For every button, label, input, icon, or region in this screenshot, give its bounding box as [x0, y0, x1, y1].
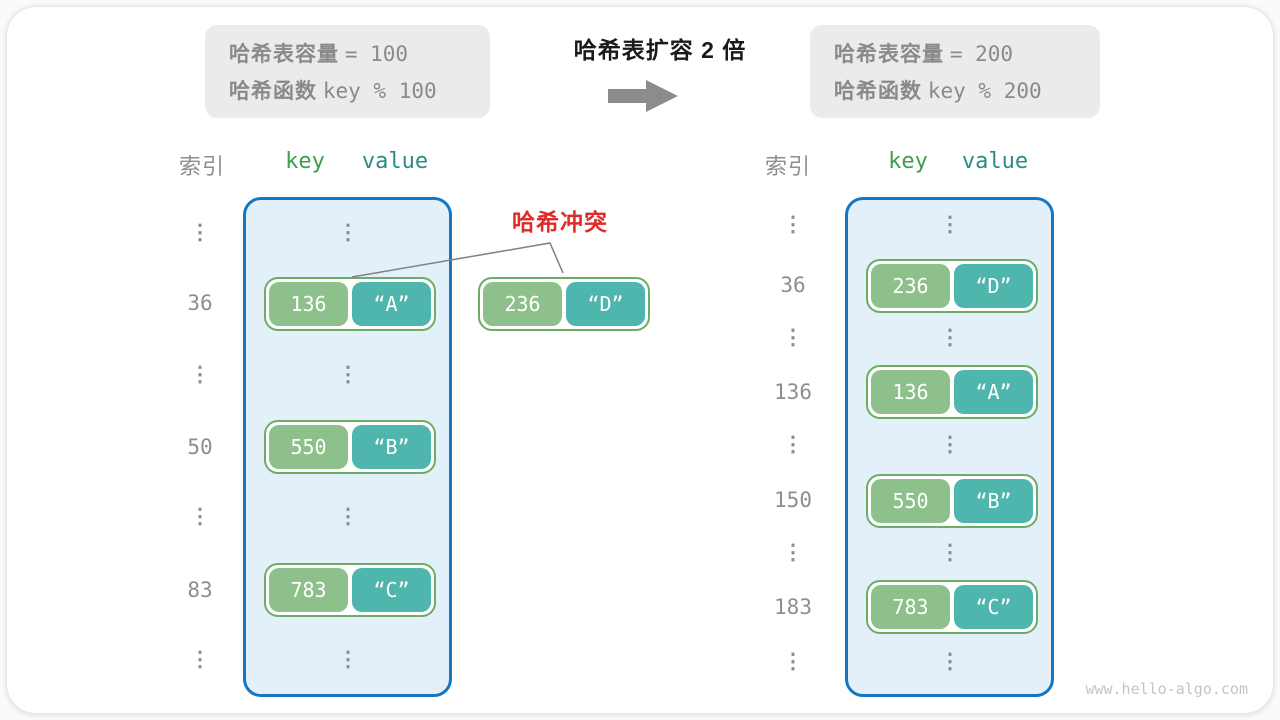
value-box: “B” [352, 425, 431, 469]
key-box: 550 [269, 425, 348, 469]
figure-card [6, 6, 1274, 714]
value-box: “B” [954, 479, 1033, 523]
kv-pair: 136 “A” [866, 365, 1038, 419]
new-key-header: key [888, 149, 928, 174]
index-label: 150 [774, 488, 812, 512]
new-capacity-value: = 200 [949, 42, 1014, 66]
ellipsis: ⋮ [939, 433, 961, 456]
ellipsis: ⋮ [189, 505, 211, 528]
old-key-header: key [285, 149, 325, 174]
ellipsis: ⋮ [939, 213, 961, 236]
resize-title: 哈希表扩容 2 倍 [573, 37, 747, 63]
index-label: 136 [774, 380, 812, 404]
old-value-header: value [361, 149, 429, 174]
ellipsis: ⋮ [939, 541, 961, 564]
old-capacity-box: 哈希表容量 = 100 哈希函数 key % 100 [205, 25, 490, 118]
kv-pair: 550 “B” [264, 420, 436, 474]
index-label: 36 [780, 273, 806, 297]
new-hashfn-value: key % 200 [927, 79, 1042, 103]
new-hashfn-label: 哈希函数 [834, 80, 922, 103]
watermark: www.hello-algo.com [1085, 680, 1248, 698]
ellipsis: ⋮ [189, 648, 211, 671]
new-index-header: 索引 [764, 154, 811, 179]
value-box: “A” [352, 282, 431, 326]
value-box: “D” [954, 264, 1033, 308]
hash-collision-label: 哈希冲突 [512, 209, 608, 235]
kv-pair: 783 “C” [866, 580, 1038, 634]
kv-pair: 550 “B” [866, 474, 1038, 528]
value-box: “C” [954, 585, 1033, 629]
key-box: 550 [871, 479, 950, 523]
ellipsis: ⋮ [189, 363, 211, 386]
value-box: “C” [352, 568, 431, 612]
index-label: 183 [774, 595, 812, 619]
ellipsis: ⋮ [782, 433, 804, 456]
index-label: 83 [187, 578, 213, 602]
key-box: 136 [871, 370, 950, 414]
key-box: 236 [483, 282, 562, 326]
colliding-kv-pair: 236 “D” [478, 277, 650, 331]
kv-pair: 236 “D” [866, 259, 1038, 313]
ellipsis: ⋮ [939, 650, 961, 673]
key-box: 783 [871, 585, 950, 629]
ellipsis: ⋮ [782, 650, 804, 673]
new-value-header: value [961, 149, 1029, 174]
index-label: 36 [187, 291, 213, 315]
value-box: “A” [954, 370, 1033, 414]
new-capacity-label: 哈希表容量 [834, 43, 944, 66]
old-capacity-value: = 100 [344, 42, 409, 66]
value-box: “D” [566, 282, 645, 326]
old-hashfn-line: 哈希函数 key % 100 [229, 75, 490, 105]
ellipsis: ⋮ [782, 326, 804, 349]
ellipsis: ⋮ [337, 221, 359, 244]
ellipsis: ⋮ [782, 541, 804, 564]
new-capacity-box: 哈希表容量 = 200 哈希函数 key % 200 [810, 25, 1100, 118]
kv-pair: 136 “A” [264, 277, 436, 331]
ellipsis: ⋮ [337, 505, 359, 528]
new-capacity-line: 哈希表容量 = 200 [834, 38, 1100, 68]
ellipsis: ⋮ [337, 363, 359, 386]
ellipsis: ⋮ [939, 326, 961, 349]
key-box: 783 [269, 568, 348, 612]
kv-pair: 783 “C” [264, 563, 436, 617]
old-hashfn-value: key % 100 [322, 79, 437, 103]
old-capacity-label: 哈希表容量 [229, 43, 339, 66]
old-index-header: 索引 [178, 154, 225, 179]
old-hashfn-label: 哈希函数 [229, 80, 317, 103]
new-hashfn-line: 哈希函数 key % 200 [834, 75, 1100, 105]
key-box: 136 [269, 282, 348, 326]
right-arrow-icon [608, 80, 678, 112]
old-capacity-line: 哈希表容量 = 100 [229, 38, 490, 68]
ellipsis: ⋮ [782, 213, 804, 236]
key-box: 236 [871, 264, 950, 308]
ellipsis: ⋮ [189, 221, 211, 244]
ellipsis: ⋮ [337, 648, 359, 671]
index-label: 50 [187, 435, 213, 459]
